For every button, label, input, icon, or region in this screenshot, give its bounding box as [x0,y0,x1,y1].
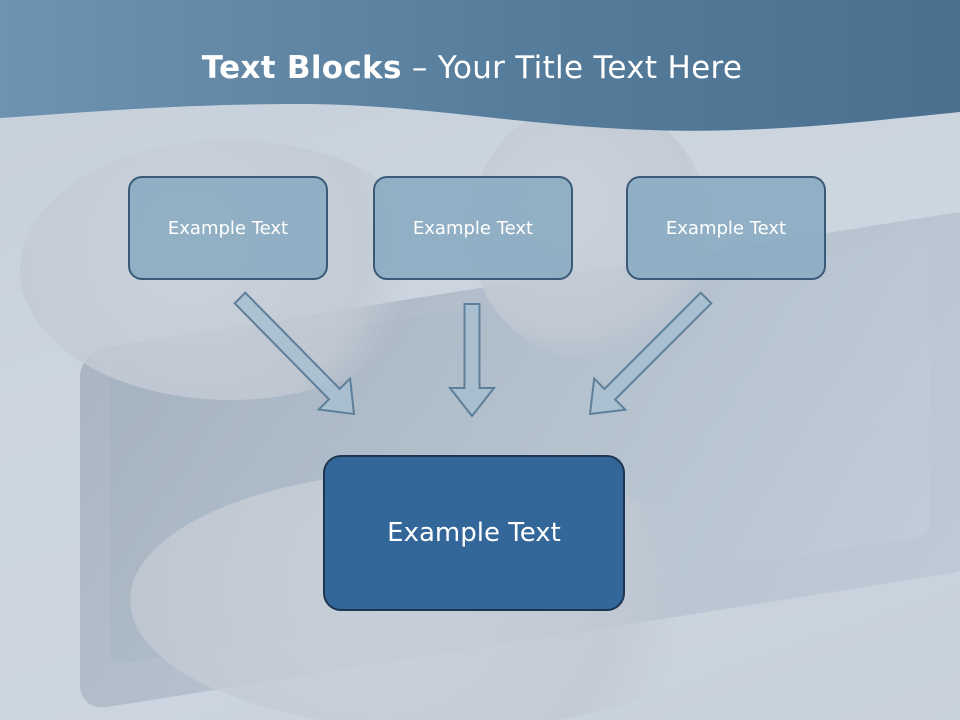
bottom-box-label: Example Text [387,518,561,548]
top-box-2-label: Example Text [412,217,534,239]
title-separator: – [401,50,438,86]
arrow-center [447,303,497,418]
header-wave-shape [0,0,960,131]
top-box-1-label: Example Text [167,217,289,239]
arrow-right [588,291,713,416]
top-box-2[interactable]: Example Text [373,176,573,280]
bottom-box[interactable]: Example Text [323,455,625,611]
slide-title: Text Blocks – Your Title Text Here [0,50,944,86]
title-bold-text: Text Blocks [201,50,402,86]
top-box-1[interactable]: Example Text [128,176,328,280]
top-box-3-label: Example Text [665,217,787,239]
top-box-3[interactable]: Example Text [626,176,826,280]
title-rest-text: Your Title Text Here [437,50,743,86]
header-band [0,0,960,131]
arrow-group [233,291,713,418]
arrow-left [233,291,356,416]
